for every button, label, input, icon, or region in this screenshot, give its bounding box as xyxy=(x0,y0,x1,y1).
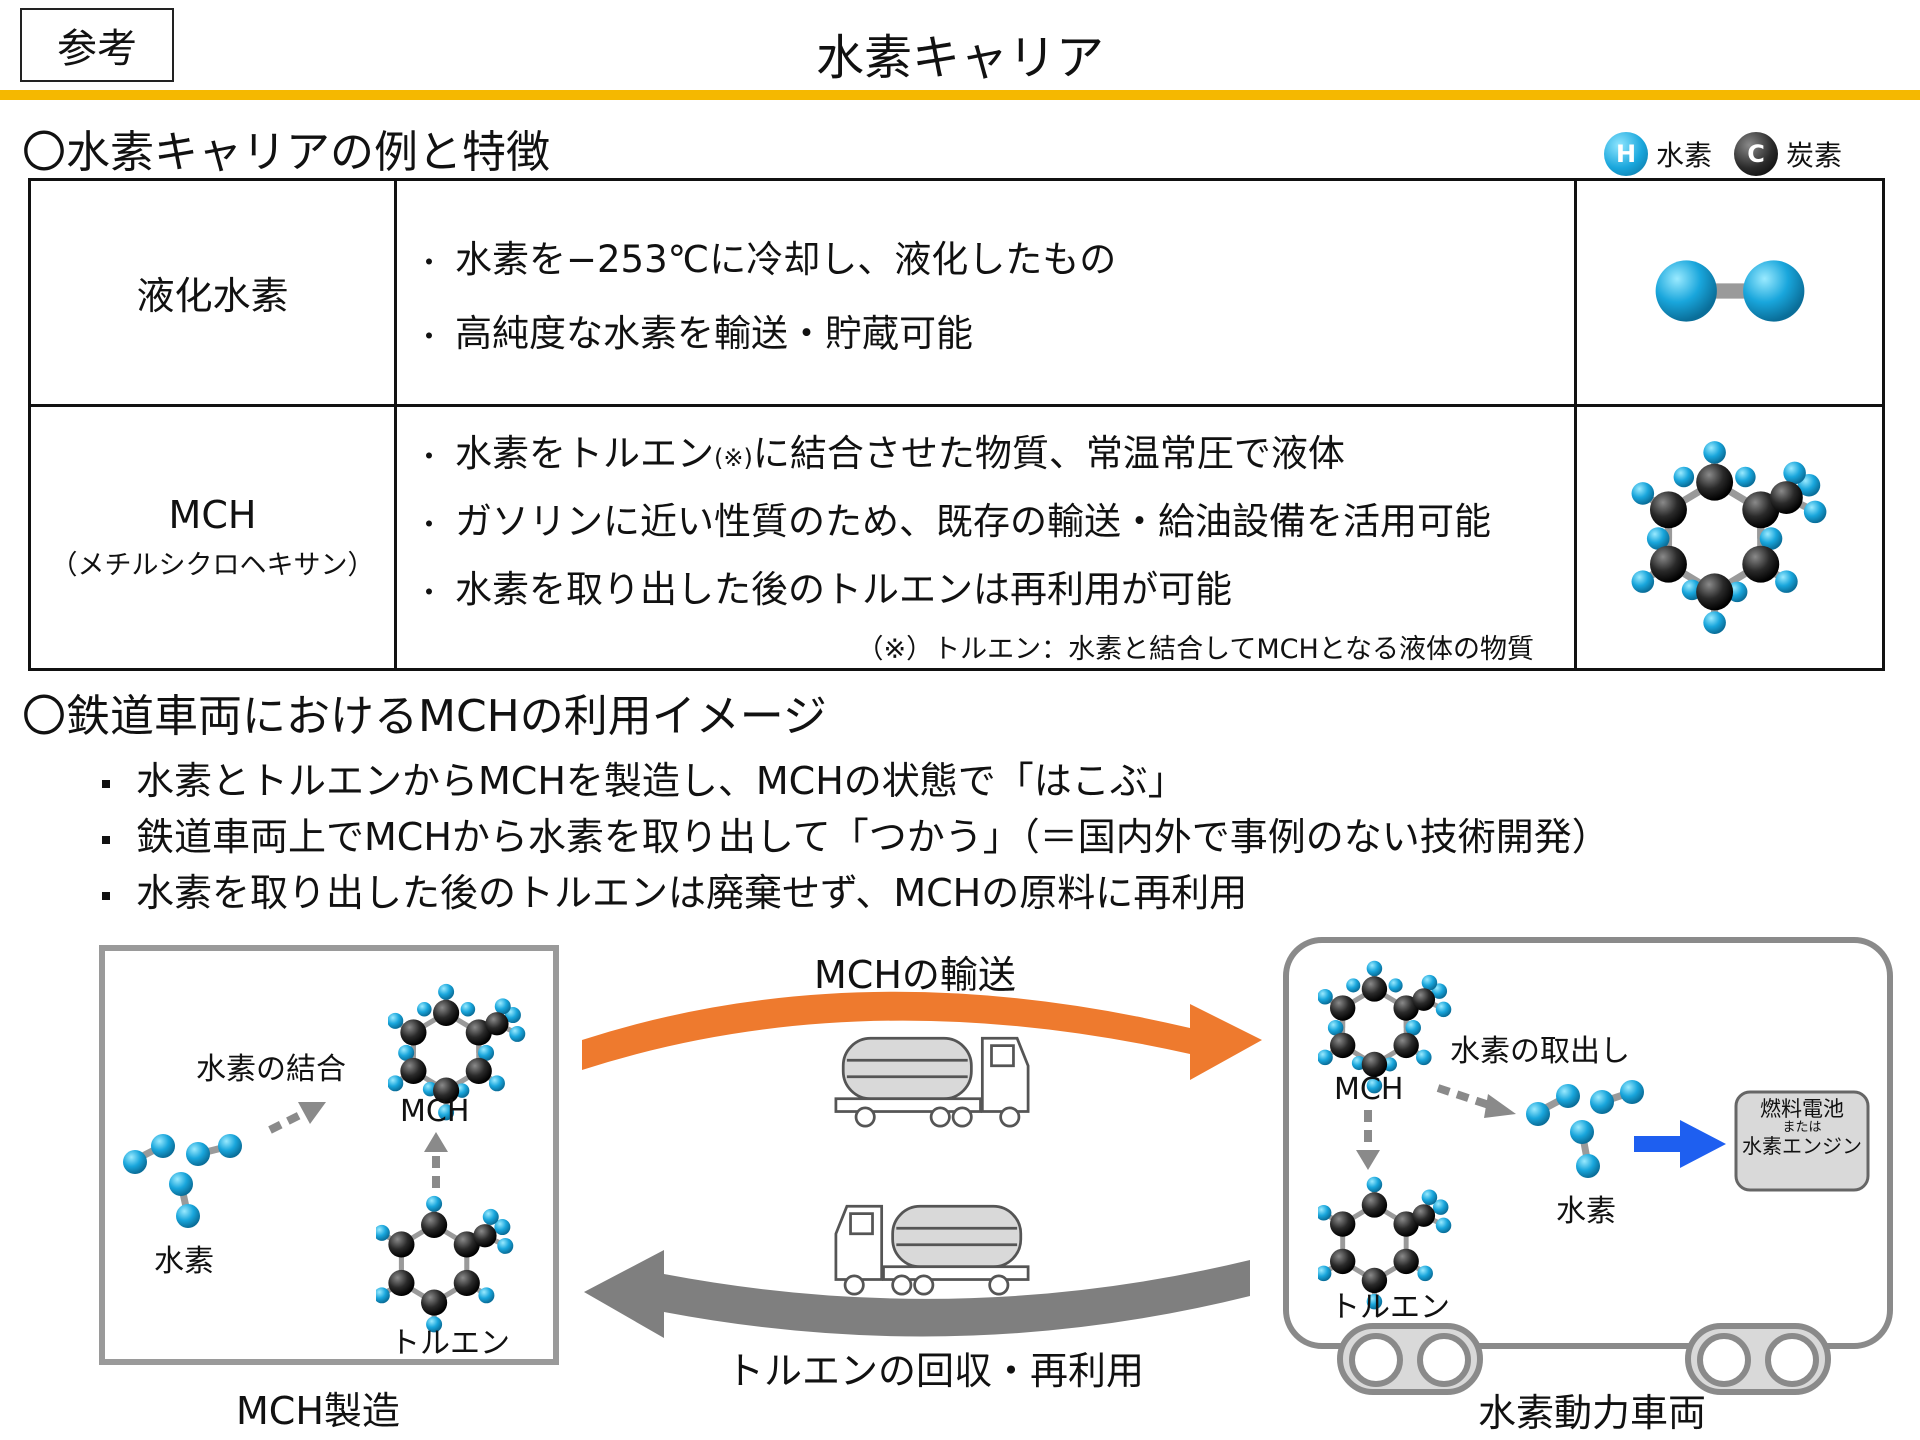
factory-caption: MCH製造 xyxy=(236,1389,400,1433)
toluene-footnote: （※）トルエン：水素と結合してMCHとなる液体の物質 xyxy=(856,634,1534,665)
carrier-name-sub: （メチルシクロヘキサン） xyxy=(50,550,375,581)
carrier-name: MCH xyxy=(168,493,257,537)
vehicle-body xyxy=(1283,937,1893,1349)
hydrogen-supply-arrow xyxy=(1634,1120,1726,1168)
legend-carbon-label: 炭素 xyxy=(1786,139,1843,172)
table-row-mch: MCH （メチルシクロヘキサン） ・水素をトルエン(※)に結合させた物質、常温常… xyxy=(28,404,1885,671)
carbon-atom-icon: C xyxy=(1734,132,1779,176)
fuel-cell-line1: 燃料電池 xyxy=(1760,1097,1844,1121)
tanker-truck-right-icon xyxy=(834,1036,1030,1128)
vehicle-mch-label: MCH xyxy=(1334,1072,1404,1107)
combine-label: 水素の結合 xyxy=(196,1052,346,1087)
reference-label: 参考 xyxy=(20,8,174,82)
mch-to-toluene-arrow xyxy=(1356,1110,1380,1170)
carrier-table: 液化水素 ・水素を−253℃に冷却し、液化したもの ・高純度な水素を輸送・貯蔵可… xyxy=(28,178,1885,671)
toluene-to-mch-arrow xyxy=(424,1132,448,1188)
atom-legend: H 水素 C 炭素 xyxy=(1604,132,1842,176)
mch-molecule-icon xyxy=(1620,436,1840,636)
section-title-carrier-examples: 〇水素キャリアの例と特徴 xyxy=(22,127,550,178)
section-title-mch-usage: 〇鉄道車両におけるMCHの利用イメージ xyxy=(22,691,827,742)
factory-toluene-label: トルエン xyxy=(390,1326,510,1361)
factory-hydrogen-label: 水素 xyxy=(154,1244,214,1279)
carrier-description: ・水素をトルエン(※)に結合させた物質、常温常圧で液体 ・ガソリンに近い性質のた… xyxy=(394,404,1577,671)
page-title: 水素キャリア xyxy=(815,30,1104,86)
fuel-cell-box xyxy=(1734,1090,1870,1192)
transport-arrow xyxy=(582,991,1262,1080)
description-line: ・ガソリンに近い性質のため、既存の輸送・給油設備を活用可能 xyxy=(415,500,1492,543)
vehicle-wheels xyxy=(1337,1323,1831,1395)
vehicle-toluene-label: トルエン xyxy=(1330,1290,1450,1325)
hydrogen-molecule-cell xyxy=(1574,178,1885,407)
vehicle-hydrogen-molecules-icon xyxy=(1526,1080,1644,1178)
hydrogen-molecules-icon xyxy=(123,1134,242,1228)
description-line: ・高純度な水素を輸送・貯蔵可能 xyxy=(415,311,974,355)
fuel-cell-label: 燃料電池 または 水素エンジン xyxy=(1736,1097,1868,1159)
description-line: ・水素をトルエン(※)に結合させた物質、常温常圧で液体 xyxy=(415,432,1345,475)
description-line: ・水素を取り出した後のトルエンは再利用が可能 xyxy=(415,568,1233,611)
factory-mch-label: MCH xyxy=(400,1094,470,1129)
table-row-liquid-hydrogen: 液化水素 ・水素を−253℃に冷却し、液化したもの ・高純度な水素を輸送・貯蔵可… xyxy=(28,178,1885,407)
carrier-description: ・水素を−253℃に冷却し、液化したもの ・高純度な水素を輸送・貯蔵可能 xyxy=(394,178,1577,407)
carrier-name-liquid-hydrogen: 液化水素 xyxy=(28,178,397,407)
fuel-cell-line3: 水素エンジン xyxy=(1742,1134,1862,1159)
extract-label: 水素の取出し xyxy=(1450,1034,1630,1069)
carrier-name-mch: MCH （メチルシクロヘキサン） xyxy=(28,404,397,671)
fuel-cell-line2: または xyxy=(1782,1120,1822,1136)
tanker-truck-left-icon xyxy=(834,1204,1030,1296)
header-rule xyxy=(0,90,1920,100)
transport-label: MCHの輸送 xyxy=(814,953,1016,997)
mch-usage-diagram xyxy=(99,937,1893,1395)
combine-arrow xyxy=(268,1102,326,1134)
usage-bullet: 水素を取り出した後のトルエンは廃棄せず、MCHの原料に再利用 xyxy=(102,862,1247,917)
vehicle-hydrogen-label: 水素 xyxy=(1556,1194,1616,1229)
hydrogen-atom-icon: H xyxy=(1604,132,1648,176)
mch-molecule-cell xyxy=(1574,404,1885,671)
vehicle-caption: 水素動力車両 xyxy=(1478,1391,1707,1435)
return-arrow xyxy=(584,1250,1250,1338)
usage-bullet: 鉄道車両上でMCHから水素を取り出して「つかう」（＝国内外で事例のない技術開発） xyxy=(102,806,1610,861)
return-label: トルエンの回収・再利用 xyxy=(726,1349,1145,1393)
legend-hydrogen-label: 水素 xyxy=(1656,139,1713,172)
description-line: ・水素を−253℃に冷却し、液化したもの xyxy=(415,237,1117,281)
carrier-name: 液化水素 xyxy=(136,274,289,318)
extraction-arrow xyxy=(1436,1084,1516,1118)
hydrogen-molecule-icon xyxy=(1650,256,1810,326)
usage-bullet: 水素とトルエンからMCHを製造し、MCHの状態で「はこぶ」 xyxy=(102,750,1186,805)
